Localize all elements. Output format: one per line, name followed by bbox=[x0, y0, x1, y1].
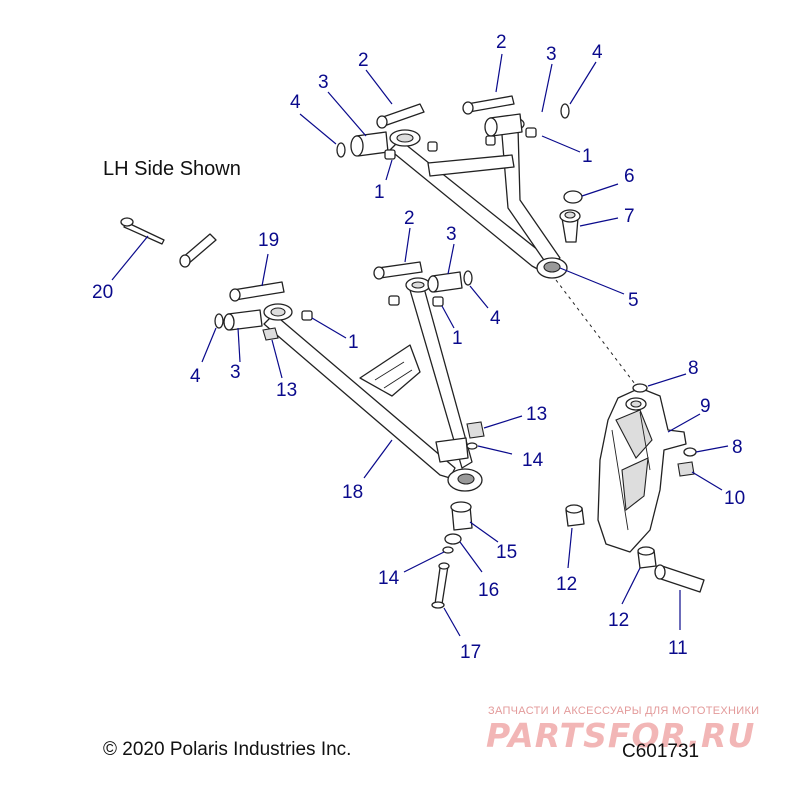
figure-code: C601731 bbox=[622, 741, 700, 762]
washer-upper-rear bbox=[336, 142, 346, 158]
callout-1-upper-rear: 1 bbox=[374, 182, 385, 203]
callout-20: 20 bbox=[92, 282, 113, 303]
knuckle-bushing-right bbox=[637, 546, 657, 569]
lower-washer bbox=[442, 546, 454, 554]
grease-fitting-lower-c bbox=[432, 296, 444, 307]
knuckle-washer-top bbox=[632, 383, 648, 393]
callout-4-lower-front: 4 bbox=[490, 308, 501, 329]
callout-10: 10 bbox=[724, 488, 745, 509]
callout-14-shock: 14 bbox=[522, 450, 544, 471]
callout-3-lower-front: 3 bbox=[446, 224, 457, 245]
callout-11: 11 bbox=[668, 638, 688, 659]
washer-lower-rear bbox=[214, 313, 224, 329]
lower-retaining-ring bbox=[444, 533, 462, 545]
grease-fitting-upper-c bbox=[485, 135, 496, 146]
callout-5: 5 bbox=[628, 290, 639, 311]
callout-2-upper-rear: 2 bbox=[358, 50, 369, 71]
callout-12-left: 12 bbox=[556, 574, 577, 595]
knuckle-washer-side bbox=[683, 447, 697, 457]
knuckle-nut bbox=[677, 461, 695, 477]
callout-2-upper-front: 2 bbox=[496, 32, 507, 53]
callout-17: 17 bbox=[460, 642, 481, 663]
knuckle-bushing-left bbox=[565, 504, 585, 527]
washer-upper-front bbox=[560, 103, 570, 119]
bushing-upper-rear bbox=[350, 131, 389, 157]
callout-8-side: 8 bbox=[732, 437, 743, 458]
side-note: LH Side Shown bbox=[103, 158, 241, 180]
callout-12-right: 12 bbox=[608, 610, 629, 631]
callout-16: 16 bbox=[478, 580, 499, 601]
nut-lower-rear bbox=[262, 327, 279, 341]
lower-ball-joint bbox=[450, 501, 473, 531]
copyright-notice: © 2020 Polaris Industries Inc. bbox=[103, 739, 352, 760]
knuckle-pin bbox=[654, 564, 705, 593]
grease-fitting-upper-a bbox=[384, 149, 396, 160]
upper-a-arm bbox=[389, 116, 568, 279]
steering-knuckle bbox=[597, 387, 687, 553]
washer-lower-front bbox=[463, 270, 473, 286]
callout-6: 6 bbox=[624, 166, 635, 187]
watermark-tagline: ЗАПЧАСТИ И АКСЕССУАРЫ ДЛЯ МОТОТЕХНИКИ bbox=[488, 705, 760, 717]
nut-shock-mount bbox=[466, 421, 485, 439]
pivot-bolt-19 bbox=[229, 281, 285, 302]
callout-3-upper-rear: 3 bbox=[318, 72, 329, 93]
callout-4-upper-front: 4 bbox=[592, 42, 603, 63]
long-bolt-20 bbox=[120, 217, 165, 245]
ball-joint bbox=[559, 209, 581, 243]
lower-a-arm bbox=[263, 277, 483, 492]
grease-fitting-upper-b bbox=[427, 141, 438, 152]
callout-19: 19 bbox=[258, 230, 279, 251]
callout-4-lower-rear: 4 bbox=[190, 366, 201, 387]
bushing-upper-front bbox=[484, 113, 523, 137]
callout-1-lower-rear: 1 bbox=[348, 332, 359, 353]
grease-fitting-lower-a bbox=[301, 310, 313, 321]
callout-9: 9 bbox=[700, 396, 711, 417]
callout-18: 18 bbox=[342, 482, 363, 503]
callout-1-upper-front: 1 bbox=[582, 146, 593, 167]
lower-bolt-17 bbox=[431, 562, 450, 609]
pivot-bolt-upper-front bbox=[462, 95, 515, 115]
pivot-bolt-upper-rear bbox=[376, 103, 425, 129]
grease-fitting-upper-d bbox=[525, 127, 537, 138]
callout-8-top: 8 bbox=[688, 358, 699, 379]
grease-fitting-lower-b bbox=[388, 295, 400, 306]
callout-3-lower-rear: 3 bbox=[230, 362, 241, 383]
callout-4-upper-rear: 4 bbox=[290, 92, 301, 113]
callout-2-lower: 2 bbox=[404, 208, 415, 229]
pivot-bolt-lower-front bbox=[373, 261, 423, 280]
callout-14-lower: 14 bbox=[378, 568, 400, 589]
callout-13-lower-rear: 13 bbox=[276, 380, 297, 401]
pivot-bolt-loose bbox=[179, 233, 217, 268]
bushing-lower-front bbox=[427, 271, 463, 293]
watermark-brand: PARTSFOR.RU bbox=[486, 716, 756, 755]
callout-13-shock: 13 bbox=[526, 404, 547, 425]
leader-lines bbox=[111, 53, 729, 637]
callout-1-lower-front: 1 bbox=[452, 328, 463, 349]
callout-3-upper-front: 3 bbox=[546, 44, 557, 65]
callout-numbers: 2 2 3 3 4 4 1 1 6 7 19 20 2 3 1 1 4 3 4 … bbox=[92, 32, 745, 663]
bushing-lower-rear bbox=[223, 309, 263, 331]
callout-7: 7 bbox=[624, 206, 635, 227]
callout-15: 15 bbox=[496, 542, 517, 563]
retaining-ring bbox=[563, 190, 583, 204]
washer-shock-mount bbox=[466, 442, 478, 450]
